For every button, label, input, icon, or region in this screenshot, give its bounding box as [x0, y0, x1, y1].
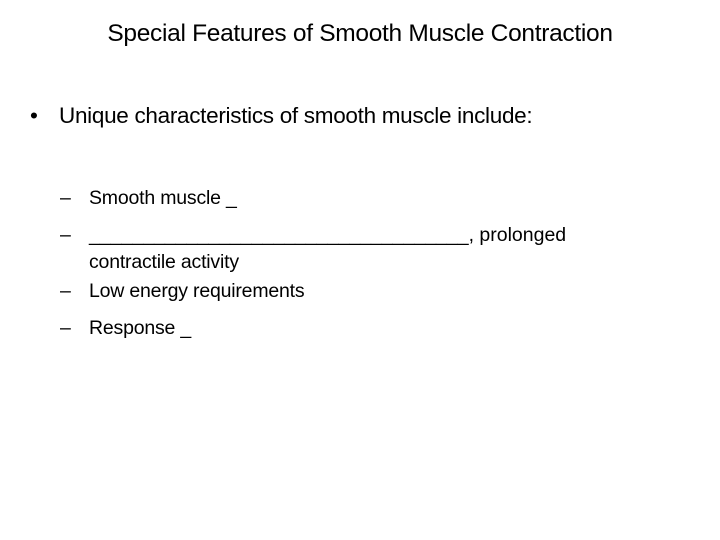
- sub-item: – Smooth muscle _: [60, 180, 566, 217]
- dash-marker: –: [60, 224, 71, 246]
- bullet-text: Unique characteristics of smooth muscle …: [59, 103, 533, 128]
- dash-marker: –: [60, 280, 71, 302]
- sub-item: – Response _: [60, 310, 566, 347]
- main-bullet: • Unique characteristics of smooth muscl…: [30, 100, 630, 132]
- sub-item-text: Low energy requirements: [89, 280, 305, 302]
- sub-item-text: Response _: [89, 317, 192, 339]
- sub-item: – ___________________________________, p…: [60, 217, 566, 276]
- sub-list: – Smooth muscle _ – ____________________…: [60, 180, 566, 347]
- sub-item-text: Smooth muscle _: [89, 187, 237, 209]
- sub-item-text: ___________________________________, pro…: [89, 224, 567, 246]
- dash-marker: –: [60, 317, 71, 339]
- dash-marker: –: [60, 187, 71, 209]
- sub-item: – Low energy requirements: [60, 273, 566, 310]
- slide-title: Special Features of Smooth Muscle Contra…: [107, 20, 613, 47]
- sub-item-continuation: contractile activity: [89, 251, 239, 273]
- bullet-marker: •: [30, 103, 38, 128]
